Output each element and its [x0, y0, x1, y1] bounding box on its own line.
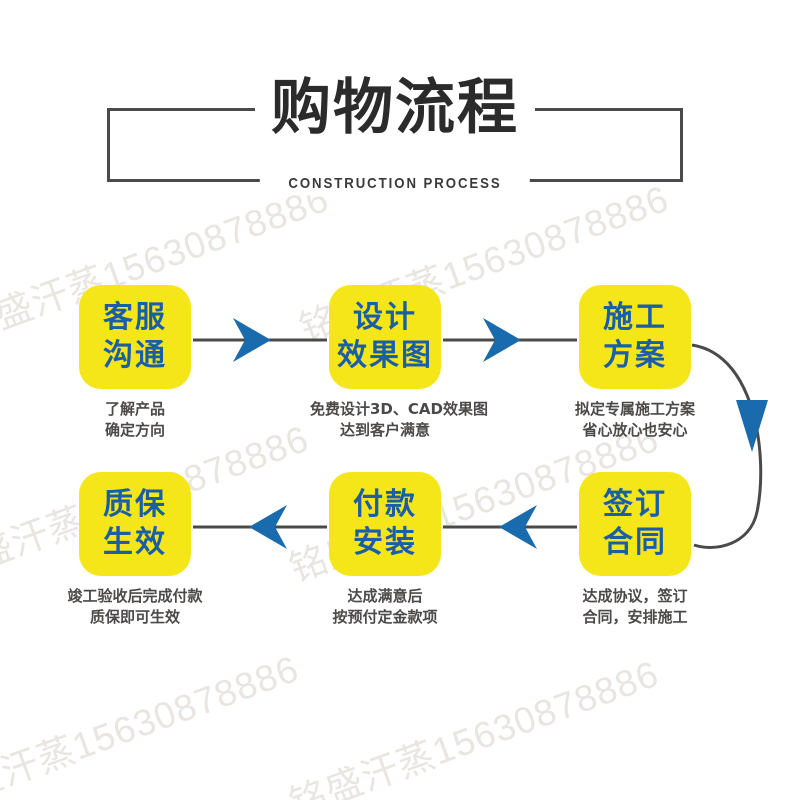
arrow-5-to-6 [193, 505, 327, 549]
flow-step-1-caption-line2: 确定方向 [104, 421, 165, 439]
flow-step-6-title-line1: 质保 [103, 487, 167, 522]
flow-step-5-title-line1: 付款 [353, 487, 417, 522]
flow-step-5-caption-line2: 按预付定金款项 [332, 608, 438, 626]
page-subtitle: CONSTRUCTION PROCESS [259, 173, 531, 195]
flow-step-1-caption-line1: 了解产品 [104, 400, 165, 418]
flow-step-2-title-line1: 设计 [353, 300, 417, 335]
flow-step-4[interactable]: 签订 合同 达成协议，签订 合同，安排施工 [560, 472, 710, 628]
flow-step-2-caption: 免费设计3D、CAD效果图 达到客户满意 [310, 399, 488, 441]
flow-step-3-caption-line1: 拟定专属施工方案 [574, 400, 695, 418]
flow-step-5-title-line2: 安装 [353, 525, 417, 560]
flow-step-6-title-line2: 生效 [103, 525, 167, 560]
flow-step-2-title-line2: 效果图 [337, 338, 433, 373]
flow-step-2-caption-line2: 达到客户满意 [339, 421, 430, 439]
flow-step-3-box[interactable]: 施工 方案 [579, 285, 691, 389]
flow-step-3-caption-line2: 省心放心也安心 [582, 421, 688, 439]
flow-step-3-title-line1: 施工 [603, 300, 667, 335]
flow-step-4-title-line1: 签订 [603, 487, 667, 522]
flow-step-6-caption-line2: 质保即可生效 [89, 608, 180, 626]
flow-step-1-title-line2: 沟通 [103, 338, 167, 373]
flow-step-5-box[interactable]: 付款 安装 [329, 472, 441, 576]
flow-step-4-title-line2: 合同 [603, 525, 667, 560]
flow-step-6-caption: 竣工验收后完成付款 质保即可生效 [60, 586, 210, 628]
flow-step-2-box[interactable]: 设计 效果图 [329, 285, 441, 389]
flow-step-4-box[interactable]: 签订 合同 [579, 472, 691, 576]
arrow-2-to-3 [443, 318, 577, 362]
flow-step-5[interactable]: 付款 安装 达成满意后 按预付定金款项 [310, 472, 460, 628]
flow-step-3[interactable]: 施工 方案 拟定专属施工方案 省心放心也安心 [560, 285, 710, 441]
flow-step-1-box[interactable]: 客服 沟通 [79, 285, 191, 389]
flow-step-1-title-line1: 客服 [103, 300, 167, 335]
flow-step-3-title-line2: 方案 [603, 338, 667, 373]
flow-step-4-caption: 达成协议，签订 合同，安排施工 [560, 586, 710, 628]
flow-step-5-caption-line1: 达成满意后 [347, 587, 423, 605]
flow-step-1-caption: 了解产品 确定方向 [60, 399, 210, 441]
arrow-3-to-4 [691, 343, 768, 549]
flow-step-3-caption: 拟定专属施工方案 省心放心也安心 [560, 399, 710, 441]
page-title: 购物流程 [255, 72, 535, 144]
flow-step-6[interactable]: 质保 生效 竣工验收后完成付款 质保即可生效 [60, 472, 210, 628]
page-header: 购物流程 CONSTRUCTION PROCESS [107, 72, 683, 195]
flow-step-6-box[interactable]: 质保 生效 [79, 472, 191, 576]
flow-step-4-caption-line1: 达成协议，签订 [582, 587, 688, 605]
page-subtitle-text: CONSTRUCTION PROCESS [288, 175, 502, 192]
flow-step-2-caption-line1: 免费设计3D、CAD效果图 [310, 400, 488, 418]
flow-step-6-caption-line1: 竣工验收后完成付款 [67, 587, 203, 605]
flow-step-2[interactable]: 设计 效果图 免费设计3D、CAD效果图 达到客户满意 [310, 285, 488, 441]
arrow-4-to-5 [443, 505, 577, 549]
flow-step-1[interactable]: 客服 沟通 了解产品 确定方向 [60, 285, 210, 441]
arrow-1-to-2 [193, 318, 327, 362]
flow-step-4-caption-line2: 合同，安排施工 [582, 608, 688, 626]
flow-step-5-caption: 达成满意后 按预付定金款项 [310, 586, 460, 628]
